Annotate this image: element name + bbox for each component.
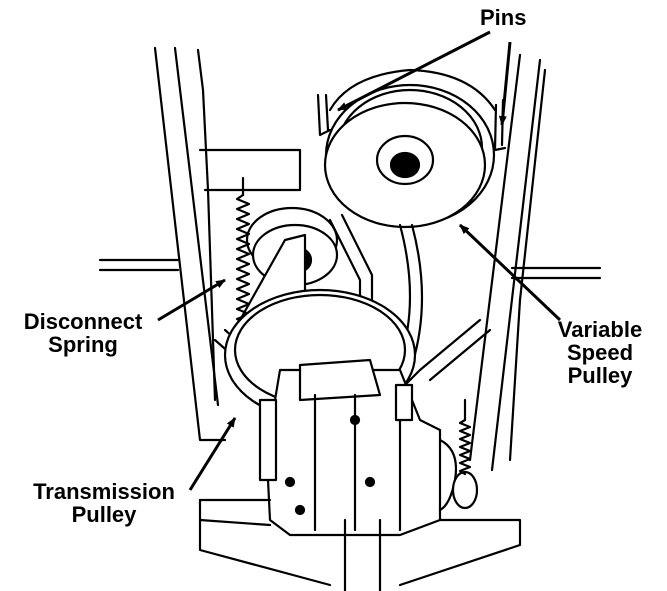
leader-lines xyxy=(157,30,562,491)
label-transmission-pulley: Transmission Pulley xyxy=(8,480,200,526)
label-variable-speed-pulley-line2: Speed xyxy=(566,340,634,365)
label-variable-speed-pulley-line3: Pulley xyxy=(567,363,633,388)
frame-base xyxy=(198,498,522,591)
transmission-pulley-leader xyxy=(188,417,237,491)
pin-left xyxy=(316,93,332,137)
label-pins: Pins xyxy=(480,6,526,29)
tension-spring-right xyxy=(458,398,472,476)
left-rod xyxy=(98,258,180,272)
pins-leader-left xyxy=(337,30,491,112)
pins-leader-right xyxy=(498,41,512,126)
label-variable-speed-pulley-line1: Variable xyxy=(557,317,643,342)
transmission-housing xyxy=(258,358,479,537)
label-variable-speed-pulley: Variable Speed Pulley xyxy=(535,318,665,387)
label-disconnect-spring: Disconnect Spring xyxy=(8,310,158,356)
left-frame-rail xyxy=(153,46,302,442)
label-disconnect-spring-line2: Spring xyxy=(48,332,118,357)
label-disconnect-spring-line1: Disconnect xyxy=(23,309,143,334)
label-pins-text: Pins xyxy=(480,5,527,30)
label-transmission-pulley-line1: Transmission xyxy=(33,479,175,504)
right-rod xyxy=(510,266,602,280)
variable-speed-pulley-leader xyxy=(458,223,562,322)
disconnect-spring-leader xyxy=(157,278,226,322)
label-transmission-pulley-line2: Pulley xyxy=(71,502,137,527)
variable-speed-pulley-drawing xyxy=(323,68,497,229)
